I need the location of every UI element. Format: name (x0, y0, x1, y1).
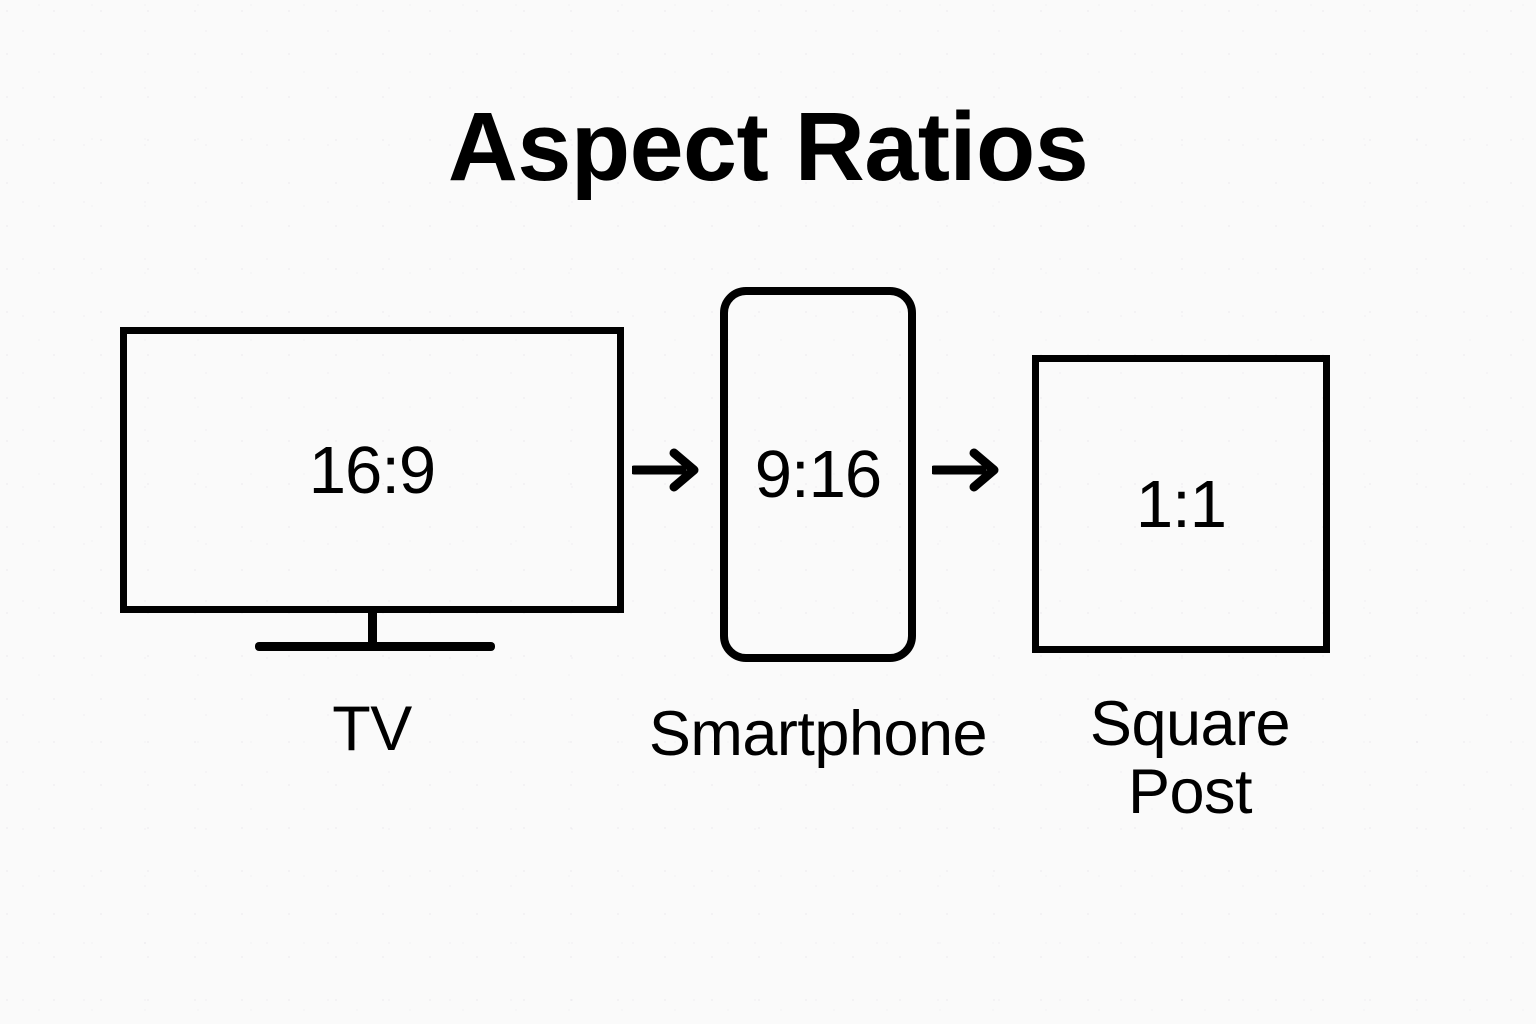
tv-screen-outline (120, 327, 624, 613)
arrow-right-icon (632, 448, 699, 492)
tv-caption: TV (332, 694, 412, 764)
square-post-outline (1032, 355, 1330, 653)
arrow-right-icon (932, 448, 999, 492)
tv-node: 16:9 (120, 327, 624, 651)
page-title: Aspect Ratios (447, 92, 1089, 201)
tv-ratio-label: 16:9 (308, 432, 436, 508)
smartphone-caption: Smartphone (648, 699, 988, 769)
smartphone-ratio-label: 9:16 (754, 437, 882, 512)
smartphone-node: 9:16 (720, 287, 916, 662)
tv-stand-base (255, 642, 495, 651)
square-post-node: 1:1 (1032, 355, 1330, 653)
smartphone-outline (720, 287, 916, 662)
square-post-ratio-label: 1:1 (1135, 466, 1227, 542)
tv-stand-post (368, 613, 377, 649)
square-post-caption: Square Post (1089, 689, 1291, 828)
